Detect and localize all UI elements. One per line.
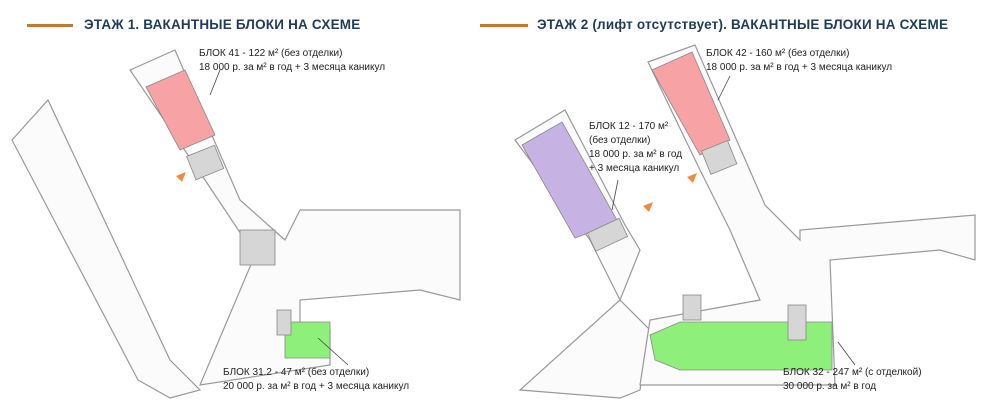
floor2-plan [514, 44, 976, 399]
block-holiday: + 3 месяца каникул [589, 163, 680, 174]
stairwell [276, 309, 292, 336]
entrance-arrow-icon [687, 173, 697, 183]
title-accent-line [480, 24, 528, 27]
block-area: БЛОК 32 - 247 м² (с отделкой) [783, 367, 922, 378]
block-finish: (без отделки) [589, 135, 651, 146]
block-price: 18 000 р. за м² в год + 3 месяца каникул [199, 62, 386, 73]
block-area: БЛОК 42 - 160 м² (без отделки) [706, 48, 850, 59]
block-41-label: БЛОК 41 - 122 м² (без отделки) 18 000 р.… [199, 47, 385, 75]
leader-line [837, 341, 856, 366]
stairwell [701, 140, 738, 175]
block-area: БЛОК 12 - 170 м² [589, 121, 669, 132]
stairwell [787, 304, 807, 341]
leader-line [317, 337, 349, 366]
block-price: 30 000 р. за м² в год [783, 381, 877, 392]
block-price: 18 000 р. за м² в год + 3 месяца каникул [706, 62, 893, 73]
stairwell [239, 229, 276, 266]
leader-line [209, 69, 221, 96]
block-42-label: БЛОК 42 - 160 м² (без отделки) 18 000 р.… [706, 47, 892, 75]
stairwell [586, 217, 629, 252]
stairwell [682, 294, 702, 321]
block-price: 20 000 р. за м² в год + 3 месяца каникул [223, 381, 410, 392]
block-32[interactable] [649, 321, 833, 371]
floor1-plan [11, 49, 461, 399]
entrance-arrow-icon [643, 202, 653, 212]
block-31-2[interactable] [284, 321, 331, 359]
block-32-label: БЛОК 32 - 247 м² (с отделкой) 30 000 р. … [783, 366, 922, 394]
block-area: БЛОК 31.2 - 47 м² (без отделки) [223, 367, 370, 378]
floor1-title: ЭТАЖ 1. ВАКАНТНЫЕ БЛОКИ НА СХЕМЕ [84, 17, 361, 32]
leader-line [611, 179, 619, 211]
block-42[interactable] [651, 51, 731, 156]
floor2-title: ЭТАЖ 2 (лифт отсутствует). ВАКАНТНЫЕ БЛО… [537, 17, 949, 32]
entrance-arrow-icon [176, 172, 186, 182]
west-wing [11, 98, 202, 399]
block-price: 18 000 р. за м² в год [589, 149, 683, 160]
block-12-label: БЛОК 12 - 170 м² (без отделки) 18 000 р.… [589, 120, 682, 176]
block-31-2-label: БЛОК 31.2 - 47 м² (без отделки) 20 000 р… [223, 366, 409, 394]
block-area: БЛОК 41 - 122 м² (без отделки) [199, 48, 343, 59]
block-41[interactable] [145, 69, 216, 151]
leader-line [717, 75, 731, 101]
title-accent-line [27, 24, 73, 27]
stairwell [186, 144, 225, 181]
